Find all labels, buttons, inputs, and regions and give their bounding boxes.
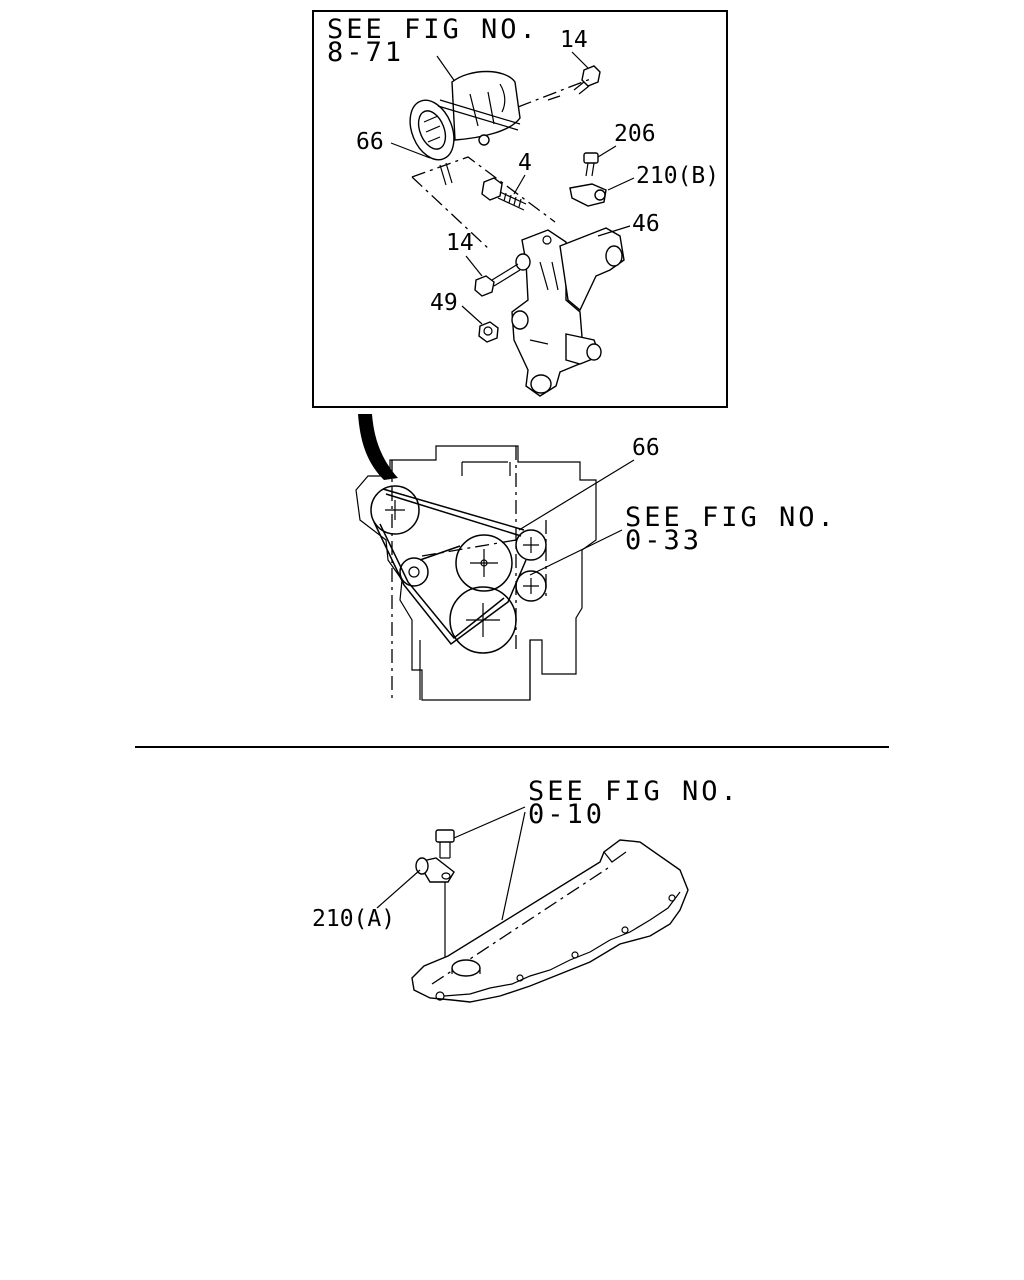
pulley-center xyxy=(455,534,513,592)
oil-cap xyxy=(451,959,481,977)
inset-ref-line1: SEE FIG NO. xyxy=(327,14,539,45)
upper-inset: SEE FIG NO. 8-71 14 xyxy=(312,10,728,408)
lower-ref-line2: 0-10 xyxy=(528,799,605,830)
engine-ref-line1: SEE FIG NO. xyxy=(625,502,837,533)
pulley-left xyxy=(399,557,429,587)
callout-66-inset: 66 xyxy=(356,129,384,155)
compressor xyxy=(409,70,521,186)
lower-ref-line1: SEE FIG NO. xyxy=(528,776,740,807)
callout-66-engine: 66 xyxy=(632,435,660,461)
bolt-small xyxy=(583,152,599,177)
callout-4: 4 xyxy=(518,150,532,176)
nut xyxy=(478,321,499,343)
lower-section: SEE FIG NO. 0-10 210(A) xyxy=(312,776,740,1003)
callout-210b: 210(B) xyxy=(636,163,719,189)
rocker-cover xyxy=(411,839,689,1003)
inset-pointer xyxy=(358,414,398,480)
callout-210a: 210(A) xyxy=(312,906,395,932)
pulley-idler xyxy=(515,529,547,561)
bracket xyxy=(511,227,625,397)
callout-46: 46 xyxy=(632,211,660,237)
pulley-top-left xyxy=(370,485,420,535)
pulley-crank xyxy=(449,586,517,654)
bolt-long xyxy=(481,177,527,211)
clip-b xyxy=(569,183,607,207)
callout-49: 49 xyxy=(430,290,458,316)
inset-ref-line2: 8-71 xyxy=(327,37,404,68)
engine-front-view: 66 SEE FIG NO. 0-33 xyxy=(355,435,837,701)
belt-66 xyxy=(382,488,525,531)
bolt-side xyxy=(474,263,521,297)
callout-14-top: 14 xyxy=(560,27,588,53)
bolt-lower xyxy=(435,829,455,859)
engine-ref-line2: 0-33 xyxy=(625,525,702,556)
callout-14-side: 14 xyxy=(446,230,474,256)
callout-206: 206 xyxy=(614,121,656,147)
clip-a xyxy=(415,857,455,883)
